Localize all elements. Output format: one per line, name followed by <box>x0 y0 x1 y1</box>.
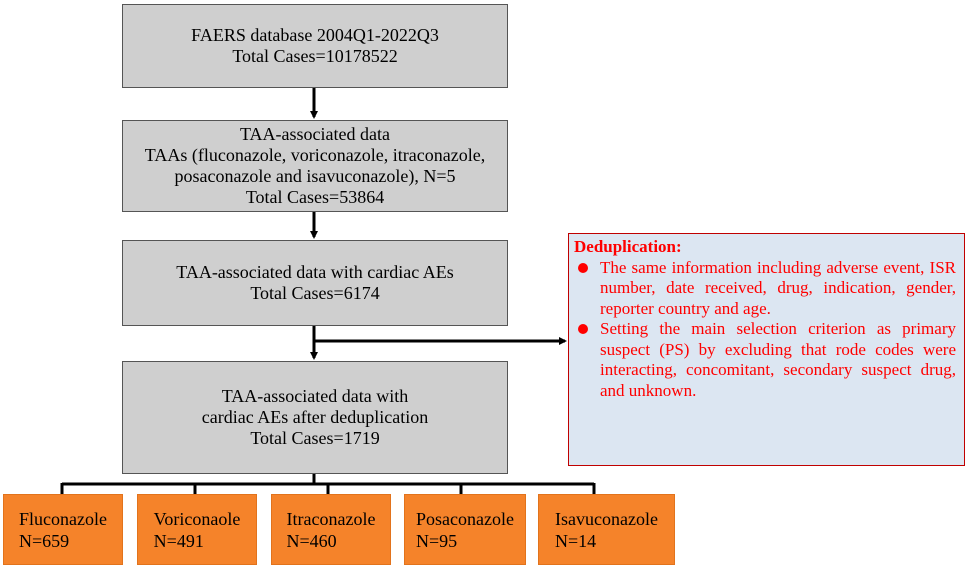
deduplication-note: Deduplication: The same information incl… <box>568 233 965 466</box>
step-line: TAAs (fluconazole, voriconazole, itracon… <box>144 145 486 165</box>
drug-name: Posaconazole <box>416 508 514 529</box>
drug-box-itraconazole: Itraconazole N=460 <box>271 494 391 565</box>
step-taa-associated-data: TAA-associated data TAAs (fluconazole, v… <box>122 120 508 212</box>
drug-name: Isavuconazole <box>555 508 658 529</box>
step-faers-database: FAERS database 2004Q1-2022Q3 Total Cases… <box>122 4 508 88</box>
deduplication-bullet: The same information including adverse e… <box>574 258 956 320</box>
step-line: Total Cases=53864 <box>245 187 385 207</box>
bullet-dot-icon <box>578 324 588 334</box>
drug-name: Fluconazole <box>19 508 107 529</box>
drug-count: N=14 <box>555 530 597 551</box>
drug-box-voriconaole: Voriconaole N=491 <box>137 494 257 565</box>
deduplication-bullet-text: Setting the main selection criterion as … <box>600 319 956 400</box>
step-after-deduplication: TAA-associated data with cardiac AEs aft… <box>122 361 508 474</box>
step-line: Total Cases=6174 <box>250 283 380 303</box>
step-line: TAA-associated data with <box>221 386 409 406</box>
drug-name: Itraconazole <box>286 508 376 529</box>
drug-box-isavuconazole: Isavuconazole N=14 <box>538 494 675 565</box>
drug-name: Voriconaole <box>153 508 241 529</box>
step-line: Total Cases=10178522 <box>232 46 398 66</box>
deduplication-bullet: Setting the main selection criterion as … <box>574 319 956 401</box>
deduplication-bullet-text: The same information including adverse e… <box>600 257 956 318</box>
step-line: TAA-associated data with cardiac AEs <box>176 262 454 282</box>
bullet-dot-icon <box>578 262 588 273</box>
drug-count: N=659 <box>19 530 70 551</box>
drug-box-posaconazole: Posaconazole N=95 <box>404 494 526 565</box>
deduplication-title: Deduplication: <box>574 237 682 256</box>
step-cardiac-aes: TAA-associated data with cardiac AEs Tot… <box>122 240 508 326</box>
drug-box-fluconazole: Fluconazole N=659 <box>3 494 123 565</box>
step-line: Total Cases=1719 <box>250 428 380 448</box>
drug-count: N=491 <box>153 530 204 551</box>
step-line: TAA-associated data <box>240 124 390 144</box>
step-line: FAERS database 2004Q1-2022Q3 <box>191 25 439 45</box>
step-line: cardiac AEs after deduplication <box>201 407 429 427</box>
drug-count: N=95 <box>416 530 458 551</box>
drug-count: N=460 <box>286 530 337 551</box>
step-line: posaconazole and isavuconazole), N=5 <box>174 166 456 186</box>
